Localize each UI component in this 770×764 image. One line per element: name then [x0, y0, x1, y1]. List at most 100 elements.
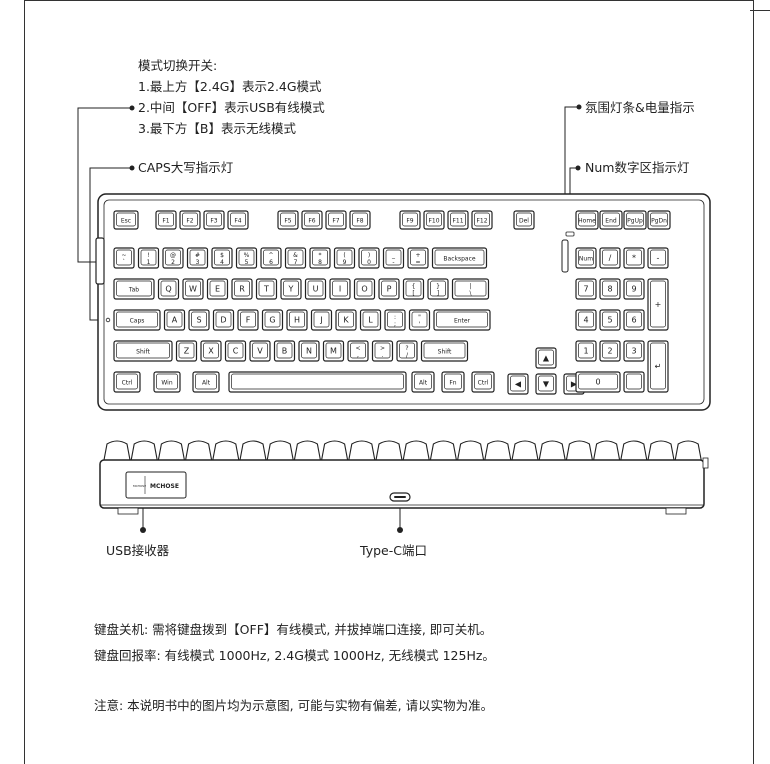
- key-l: L: [359, 309, 382, 331]
- key-w: W: [182, 278, 204, 300]
- key-np-plus: +: [647, 278, 669, 331]
- svg-text:N: N: [306, 347, 312, 356]
- svg-text:F5: F5: [284, 218, 291, 225]
- key-left: ◀: [507, 373, 529, 395]
- svg-text:X: X: [208, 347, 214, 356]
- front-keycap: [593, 440, 621, 461]
- key-np-5: 5: [599, 309, 621, 331]
- svg-text:Backspace: Backspace: [443, 256, 475, 263]
- key-end: End: [599, 210, 623, 230]
- key-0: )0: [358, 247, 380, 269]
- key-fn: Fn: [441, 371, 465, 393]
- svg-text:9: 9: [343, 259, 347, 266]
- svg-text:_: _: [391, 252, 396, 259]
- key-ctrl-right: Ctrl: [471, 371, 495, 393]
- svg-text:`: `: [123, 259, 126, 266]
- svg-text:Ctrl: Ctrl: [122, 380, 133, 387]
- svg-text:2: 2: [607, 347, 612, 356]
- svg-text:Fn: Fn: [449, 380, 456, 387]
- mode-switch-line-2: 2.中间【OFF】表示USB有线模式: [138, 100, 325, 115]
- key-`: ~`: [113, 247, 135, 269]
- svg-text:6: 6: [269, 259, 273, 266]
- key-j: J: [310, 309, 333, 331]
- svg-text:Win: Win: [161, 380, 172, 387]
- key-q: Q: [157, 278, 180, 300]
- svg-text:F6: F6: [308, 218, 315, 225]
- key-v: V: [249, 340, 271, 362]
- key-o: O: [353, 278, 376, 300]
- key-f3: F3: [203, 210, 225, 230]
- svg-text:?: ?: [405, 345, 408, 352]
- key-np-4: 4: [575, 309, 597, 331]
- svg-text:<: <: [355, 345, 360, 352]
- foot-left: [117, 507, 139, 515]
- front-keycaps: [103, 440, 702, 461]
- svg-text:W: W: [189, 285, 197, 294]
- svg-text:}: }: [436, 283, 440, 290]
- key-f4: F4: [227, 210, 249, 230]
- svg-text:+: +: [655, 300, 662, 309]
- front-keycap: [484, 440, 512, 461]
- key-i: I: [329, 278, 351, 300]
- key-e: E: [206, 278, 229, 300]
- svg-text:&: &: [293, 252, 298, 259]
- key-r: R: [231, 278, 253, 300]
- svg-text:4: 4: [583, 316, 588, 325]
- key-np: Num: [575, 247, 597, 269]
- key-sym: }]: [427, 278, 449, 300]
- svg-text:*: *: [319, 252, 322, 259]
- svg-text:*: *: [632, 254, 636, 263]
- front-keycap: [429, 440, 457, 461]
- key-z: Z: [175, 340, 198, 362]
- svg-text:.: .: [382, 352, 384, 359]
- svg-text:8: 8: [318, 259, 322, 266]
- svg-text:Alt: Alt: [202, 380, 211, 387]
- key-t: T: [255, 278, 278, 300]
- front-keycap: [375, 440, 403, 461]
- key-down: ▼: [535, 373, 557, 395]
- key-y: Y: [280, 278, 302, 300]
- svg-text:-: -: [657, 254, 660, 263]
- num-led: [565, 231, 575, 237]
- key-3: #3: [186, 247, 209, 269]
- key-f10: F10: [423, 210, 445, 230]
- svg-text:/: /: [609, 254, 612, 263]
- svg-text:\: \: [469, 290, 472, 297]
- key-f2: F2: [179, 210, 201, 230]
- key-shift: Shift: [113, 340, 173, 362]
- svg-text:7: 7: [294, 259, 298, 266]
- key-np-8: 8: [599, 278, 621, 300]
- svg-text:R: R: [239, 285, 245, 294]
- key-np: *: [623, 247, 645, 269]
- svg-text:F10: F10: [428, 218, 439, 225]
- svg-text:▲: ▲: [543, 354, 550, 363]
- front-keycap: [293, 440, 321, 461]
- svg-text:8: 8: [607, 285, 612, 294]
- svg-text:^: ^: [268, 252, 273, 259]
- front-keycap: [538, 440, 566, 461]
- svg-text:Enter: Enter: [454, 318, 471, 325]
- key-win: Win: [153, 371, 181, 393]
- key-np-dot: [623, 371, 645, 393]
- svg-text:3: 3: [196, 259, 200, 266]
- svg-text:Y: Y: [288, 285, 294, 294]
- key-u: U: [304, 278, 327, 300]
- key-np-3: 3: [623, 340, 645, 362]
- svg-text:F4: F4: [234, 218, 241, 225]
- key-np-9: 9: [623, 278, 645, 300]
- disclaimer-note: 注意: 本说明书中的图片均为示意图, 可能与实物有偏差, 请以实物为准。: [94, 698, 494, 713]
- svg-text:T: T: [263, 285, 269, 294]
- svg-text:▼: ▼: [543, 380, 550, 389]
- svg-text:5: 5: [607, 316, 612, 325]
- mode-switch-slider: [95, 237, 105, 285]
- key-c: C: [224, 340, 247, 362]
- svg-text:1: 1: [583, 347, 588, 356]
- svg-text:MCHOSE: MCHOSE: [133, 484, 146, 488]
- mode-callout-line: [77, 107, 132, 263]
- svg-text:F: F: [246, 316, 251, 325]
- key-2: @2: [162, 247, 184, 269]
- key-4: $4: [211, 247, 233, 269]
- key-9: (9: [333, 247, 356, 269]
- caps-indicator-label: CAPS大写指示灯: [138, 160, 234, 175]
